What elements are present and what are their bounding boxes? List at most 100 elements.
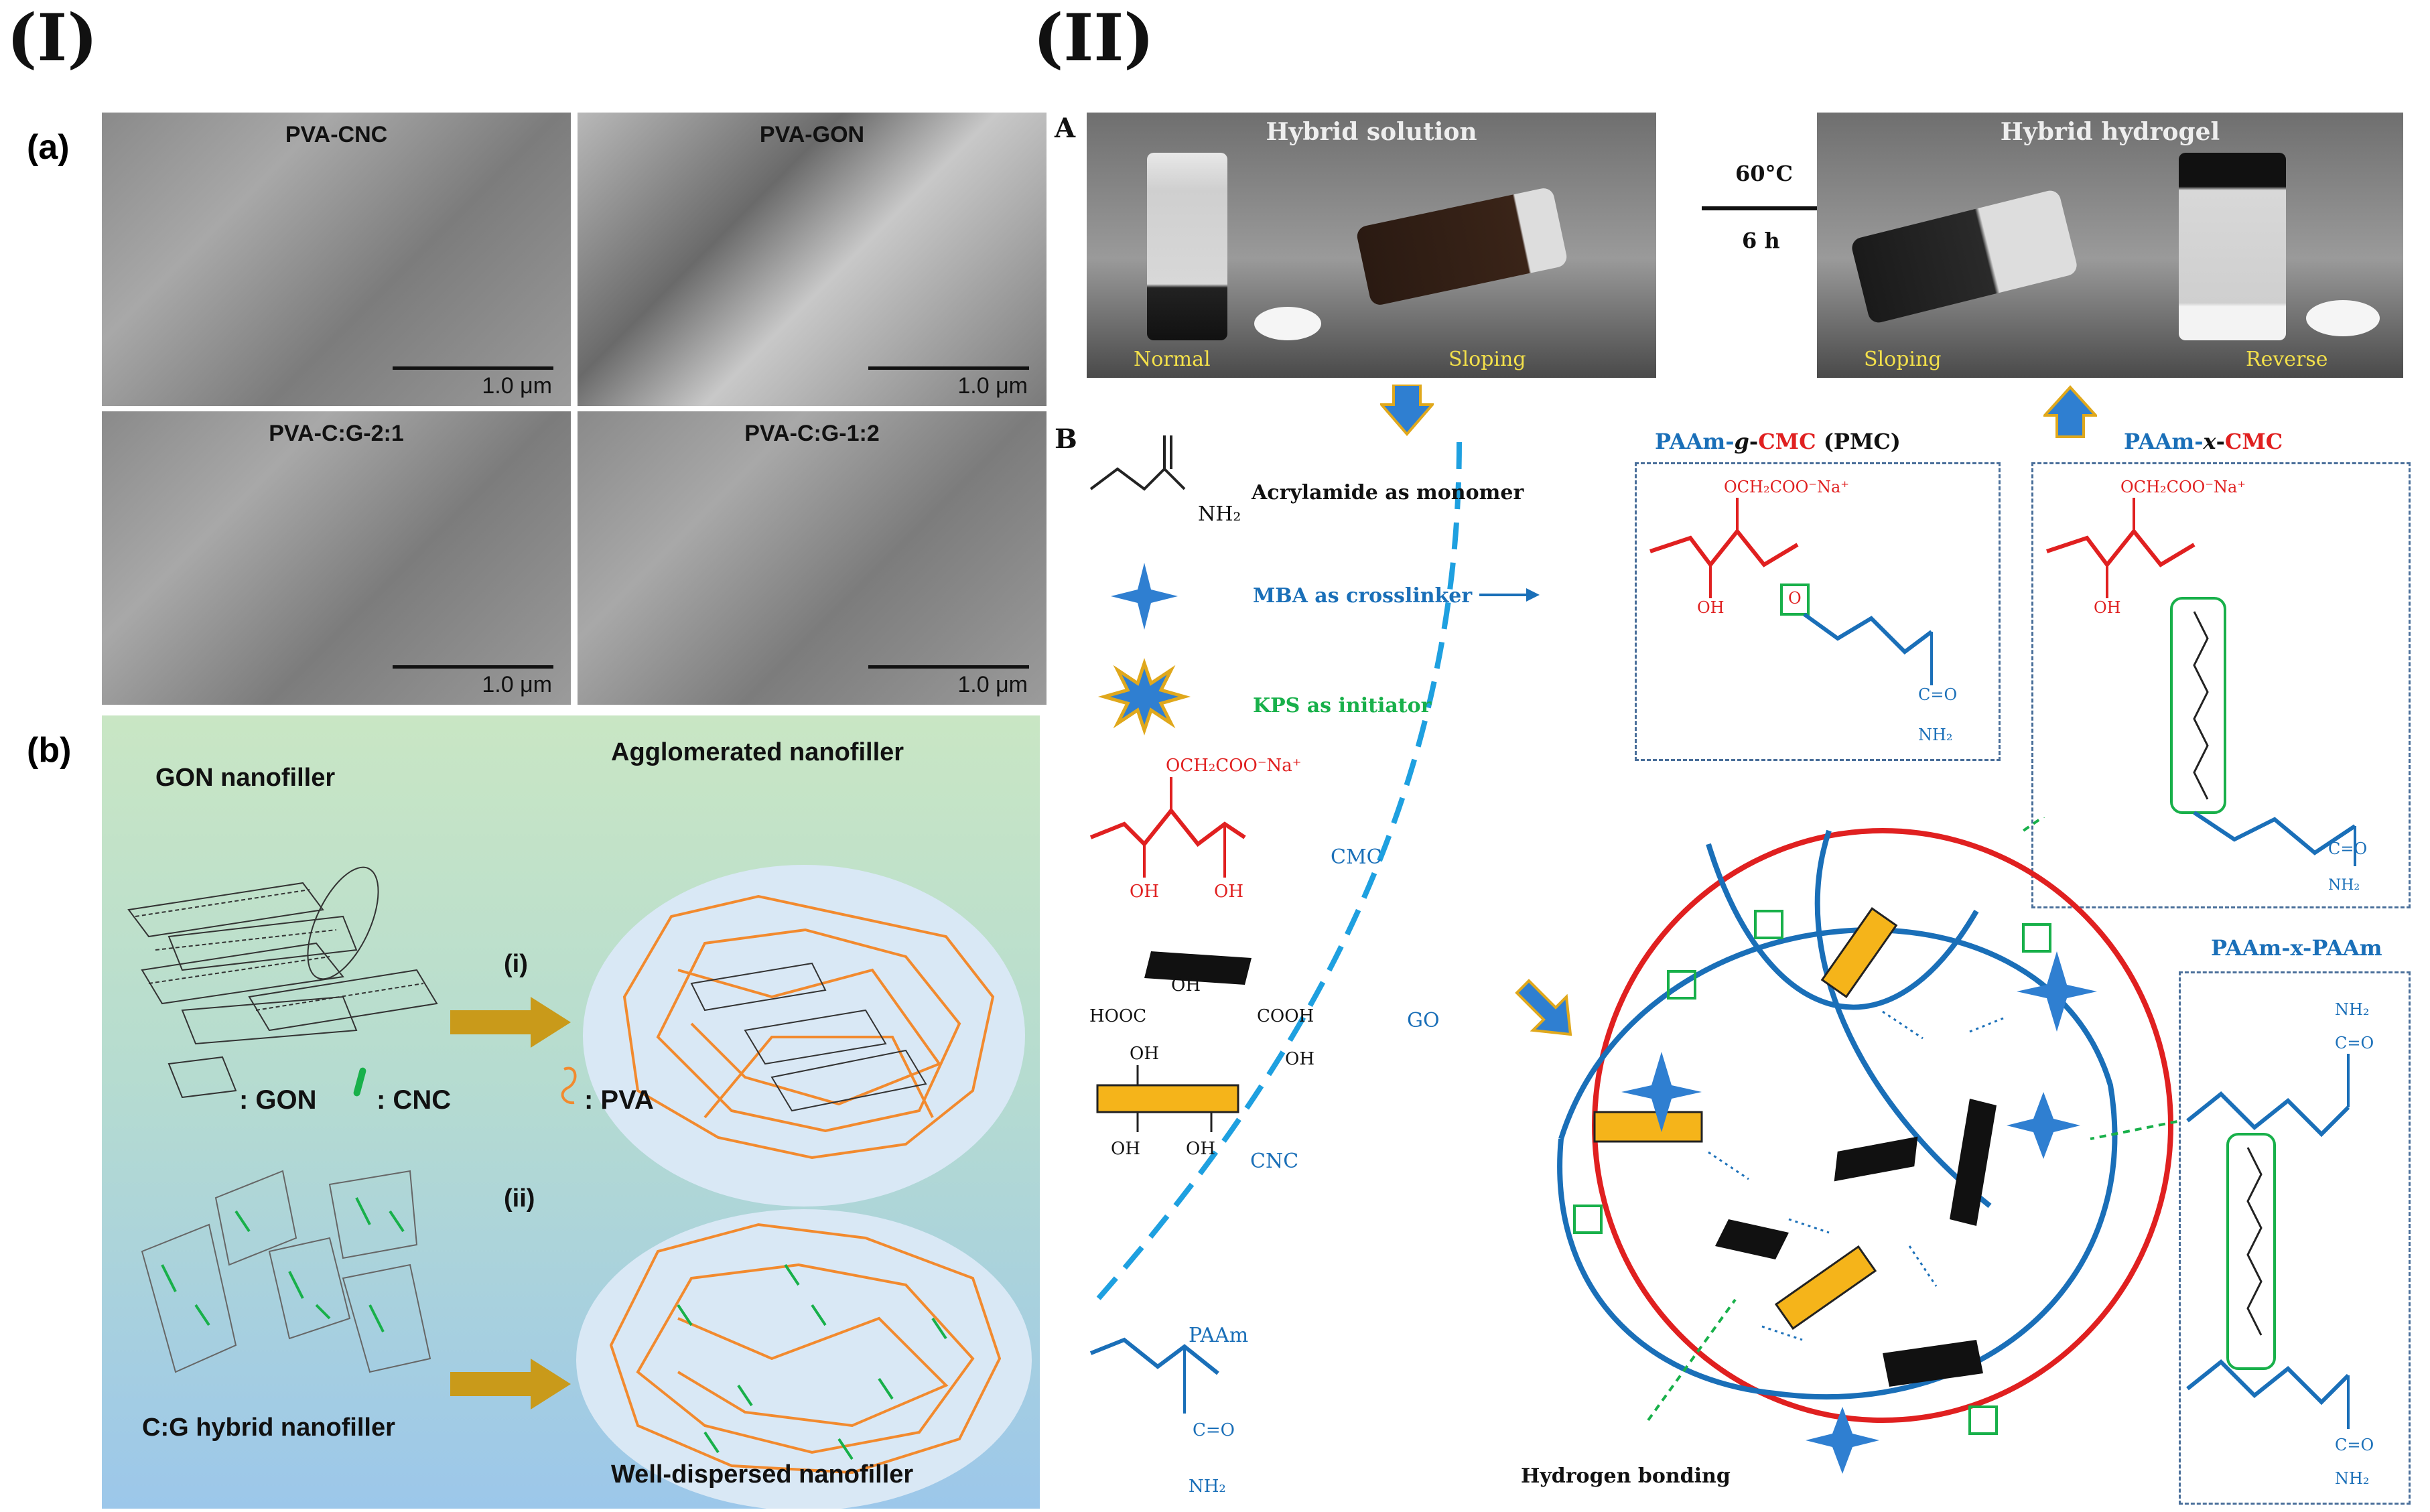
gel-reverse bbox=[2179, 153, 2286, 340]
pmc-title-part: PAAm- bbox=[1655, 429, 1735, 454]
reaction-arrow-line bbox=[1702, 206, 1863, 210]
caption-sloping-1: Sloping bbox=[1448, 348, 1526, 371]
legend-cnc-icon bbox=[353, 1067, 366, 1097]
vial-cap bbox=[1254, 307, 1321, 340]
agglomerated-title: Agglomerated nanofiller bbox=[611, 738, 904, 766]
separator-arc bbox=[1095, 441, 1462, 1302]
dispersed-blob bbox=[576, 1209, 1032, 1511]
caption-normal: Normal bbox=[1134, 348, 1211, 371]
sem-image-pva-cg-2-1: PVA-C:G-2:1 1.0 μm bbox=[102, 411, 571, 705]
hybrid-hydrogel-title: Hybrid hydrogel bbox=[2000, 118, 2220, 146]
legend-gon-icon bbox=[167, 1056, 237, 1099]
go-hooc: HOOC bbox=[1089, 1006, 1147, 1026]
cnc-oh-br: OH bbox=[1186, 1139, 1215, 1159]
pmc-title-part: - bbox=[1749, 429, 1759, 454]
scale-bar bbox=[393, 366, 553, 370]
scale-label: 1.0 μm bbox=[482, 373, 552, 399]
legend-cnc-label: : CNC bbox=[377, 1085, 452, 1115]
pmc-substituent: OCH₂COO⁻Na⁺ bbox=[1724, 478, 1849, 496]
paam-structure bbox=[1089, 1337, 1219, 1375]
hybrid-hydrogel-photo: Hybrid hydrogel Sloping Reverse bbox=[1817, 113, 2403, 378]
pmc-o: O bbox=[1788, 589, 1802, 608]
arrow-i-icon bbox=[450, 997, 571, 1048]
scale-bar bbox=[393, 665, 553, 669]
scale-label: 1.0 μm bbox=[957, 373, 1028, 399]
gon-aggregates-top bbox=[690, 962, 927, 1112]
schematic-svg bbox=[127, 865, 1032, 1511]
kps-burst-icon bbox=[1097, 658, 1191, 736]
pmc-nh2: NH₂ bbox=[1918, 726, 1953, 744]
pva-chains-bottom bbox=[609, 1223, 1002, 1474]
pmc-title-part: CMC bbox=[1758, 429, 1816, 454]
hybrid-cnc-marks bbox=[161, 1197, 405, 1332]
pxp-nh2-top: NH₂ bbox=[2335, 1000, 2370, 1019]
go-label: GO bbox=[1407, 1009, 1440, 1032]
reaction-temp: 60°C bbox=[1735, 161, 1793, 186]
go-sheet-icon bbox=[1144, 951, 1252, 985]
scale-label: 1.0 μm bbox=[957, 672, 1028, 697]
pmc-title-part: (PMC) bbox=[1816, 429, 1901, 454]
diagonal-arrow-icon bbox=[1515, 979, 1572, 1036]
pxc-oh: OH bbox=[2094, 598, 2121, 617]
pxp-title: PAAm-x-PAAm bbox=[2211, 935, 2382, 961]
pmc-title-part: g bbox=[1734, 429, 1749, 454]
subpanel-a-tag: (a) bbox=[27, 128, 70, 167]
sem-label: PVA-C:G-1:2 bbox=[744, 421, 880, 446]
pmc-c-eq-o: C=O bbox=[1918, 685, 1958, 704]
go-oh-top: OH bbox=[1171, 975, 1201, 995]
nanofiller-schematic: GON nanofiller Agglomerated nanofiller (… bbox=[102, 715, 1040, 1511]
down-arrow-icon bbox=[1380, 385, 1434, 437]
subpanel-B-tag: B bbox=[1055, 423, 1077, 455]
arrow-ii-icon bbox=[450, 1359, 571, 1410]
cmc-label: CMC bbox=[1331, 845, 1382, 869]
hybrid-solution-title: Hybrid solution bbox=[1266, 118, 1477, 146]
pxc-title-part: PAAm- bbox=[2124, 429, 2204, 454]
hybrid-nanofillers bbox=[141, 1170, 431, 1373]
pxp-nh2-bottom: NH₂ bbox=[2335, 1469, 2370, 1488]
scale-label: 1.0 μm bbox=[482, 672, 552, 697]
dispersed-title: Well-dispersed nanofiller bbox=[611, 1460, 914, 1489]
hybrid-nanofiller-title: C:G hybrid nanofiller bbox=[142, 1414, 395, 1442]
pxc-nh2: NH₂ bbox=[2328, 877, 2360, 894]
subpanel-A-tag: A bbox=[1055, 113, 1076, 144]
pxp-c-eq-o-top: C=O bbox=[2335, 1034, 2374, 1052]
paam-c-eq-o: C=O bbox=[1193, 1420, 1235, 1440]
panel-I-tag: (I) bbox=[7, 0, 98, 76]
hydrogel-network-svg bbox=[1557, 817, 2177, 1474]
sem-image-pva-cg-1-2: PVA-C:G-1:2 1.0 μm bbox=[578, 411, 1047, 705]
scale-bar bbox=[868, 366, 1029, 370]
legend-pva-icon bbox=[561, 1067, 577, 1105]
acrylamide-label: Acrylamide as monomer bbox=[1252, 481, 1524, 504]
gel-cap bbox=[2306, 300, 2380, 336]
caption-sloping-2: Sloping bbox=[1864, 348, 1942, 371]
panel-II-tag: (II) bbox=[1033, 0, 1154, 76]
cnc-label: CNC bbox=[1250, 1150, 1299, 1173]
step-ii-label: (ii) bbox=[504, 1184, 535, 1213]
sem-label: PVA-CNC bbox=[285, 122, 388, 147]
acrylamide-structure bbox=[1089, 467, 1166, 491]
sem-label: PVA-GON bbox=[759, 122, 865, 147]
scale-bar bbox=[868, 665, 1029, 669]
caption-reverse: Reverse bbox=[2246, 348, 2328, 371]
pxc-box: OCH₂COO⁻Na⁺ OH C=O NH₂ bbox=[2031, 462, 2411, 908]
pmc-title: PAAm-g-CMC (PMC) bbox=[1655, 429, 1901, 454]
mba-star-icon bbox=[1111, 563, 1178, 630]
pxc-title-part: - bbox=[2216, 429, 2225, 454]
pxc-c-eq-o: C=O bbox=[2328, 839, 2368, 858]
pva-chains-top bbox=[622, 894, 995, 1160]
gel-sloping bbox=[1850, 188, 2079, 325]
cmc-structure bbox=[1089, 807, 1246, 847]
cmc-substituent: OCH₂COO⁻Na⁺ bbox=[1166, 756, 1302, 776]
pmc-oh: OH bbox=[1697, 598, 1725, 617]
vial-normal bbox=[1147, 153, 1227, 340]
step-i-label: (i) bbox=[504, 950, 528, 978]
pxp-box: NH₂ C=O C=O NH₂ bbox=[2179, 971, 2411, 1505]
hydrogen-bonding-label: Hydrogen bonding bbox=[1521, 1464, 1731, 1488]
legend-gon-label: : GON bbox=[239, 1085, 317, 1115]
hybrid-solution-photo: Hybrid solution Normal Sloping bbox=[1087, 113, 1656, 378]
components-svg bbox=[1089, 435, 1540, 1414]
pxc-substituent: OCH₂COO⁻Na⁺ bbox=[2120, 478, 2246, 496]
cnc-oh-top: OH bbox=[1130, 1044, 1159, 1064]
vial-sloping bbox=[1355, 186, 1569, 307]
cnc-rod-icon bbox=[1096, 1084, 1239, 1113]
